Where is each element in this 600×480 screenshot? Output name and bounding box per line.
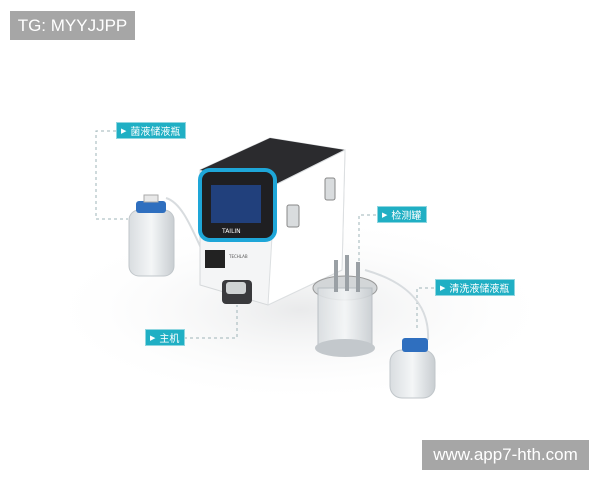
play-triangle-icon: ▶ (121, 126, 127, 135)
callout-label: 检测罐 (391, 211, 422, 222)
detection-vessel (312, 255, 430, 357)
watermark-top-left: TG: MYYJJPP (10, 11, 135, 40)
wash-bottle (389, 338, 436, 399)
callout-detection-vessel: ▶ 检测罐 (378, 207, 427, 222)
leader-lines (95, 130, 434, 339)
play-triangle-icon: ▶ (440, 283, 446, 292)
play-triangle-icon: ▶ (150, 333, 156, 342)
brand-logo: TAILIN (221, 228, 241, 235)
model-label: TECHLAB (228, 254, 248, 259)
callout-wash-bottle: ▶ 清洗液储液瓶 (436, 280, 515, 295)
callout-label: 主机 (159, 334, 180, 345)
main-unit: TAILIN TECHLAB (198, 137, 346, 306)
callout-label: 菌液储液瓶 (130, 127, 181, 138)
watermark-bottom-right: www.app7-hth.com (422, 440, 589, 470)
play-triangle-icon: ▶ (382, 210, 388, 219)
callout-main-unit: ▶ 主机 (146, 330, 185, 345)
callout-label: 清洗液储液瓶 (449, 284, 510, 295)
callout-culture-bottle: ▶ 菌液储液瓶 (117, 123, 186, 138)
